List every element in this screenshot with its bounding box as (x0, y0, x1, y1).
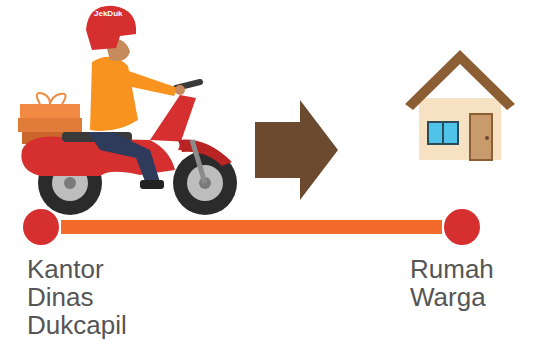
circle-outline (21, 207, 61, 247)
house-door (470, 114, 492, 160)
front-fender (178, 139, 232, 166)
circle-shape (443, 208, 481, 246)
house-roof (405, 50, 515, 110)
place-label: Kantor Dinas Dukcapil (27, 255, 147, 339)
package-box (18, 118, 82, 132)
brand-label: JekDuk (94, 9, 122, 19)
door-knob (485, 136, 489, 140)
fork (192, 140, 205, 183)
circle-shape (22, 208, 60, 246)
window-frame (442, 122, 444, 144)
route-line (61, 220, 442, 234)
place-label: Rumah Warga (410, 255, 510, 311)
rider (86, 6, 185, 189)
rider-shoe (140, 180, 164, 189)
ribbon-bow (37, 93, 66, 104)
package-box (20, 104, 80, 118)
rider-legs (88, 132, 160, 184)
direction-arrow (255, 100, 338, 200)
circle-outline (442, 207, 482, 247)
rider-shirt (90, 57, 138, 131)
axle (64, 177, 76, 189)
helmet (86, 6, 136, 50)
rider-arm (118, 68, 178, 96)
stop-circle: Kantor Dinas Dukcapil (21, 207, 61, 247)
rider-hand (175, 85, 185, 95)
house-wall (419, 98, 501, 160)
house-window (428, 122, 458, 144)
house (405, 50, 515, 160)
stop-circle: Rumah Warga (442, 207, 482, 247)
